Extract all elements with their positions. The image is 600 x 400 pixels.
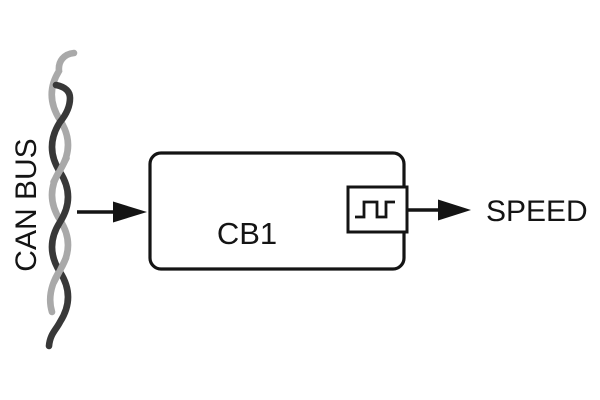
can-bus-label: CAN BUS bbox=[10, 138, 43, 272]
wire-crossing-overlay bbox=[50, 254, 70, 286]
pulse-waveform bbox=[355, 200, 395, 219]
output-arrow bbox=[406, 199, 471, 221]
output-arrow-head bbox=[438, 199, 471, 221]
wire-crossing-overlay bbox=[50, 154, 70, 186]
speed-output-label: SPEED bbox=[486, 195, 588, 228]
twisted-pair-cable-icon bbox=[45, 49, 78, 350]
controller-box-label: CB1 bbox=[216, 216, 278, 251]
wire-strand-dark bbox=[45, 81, 74, 350]
square-wave-pulse-icon bbox=[346, 185, 409, 234]
input-arrow bbox=[77, 201, 147, 223]
input-arrow-head bbox=[113, 201, 147, 223]
